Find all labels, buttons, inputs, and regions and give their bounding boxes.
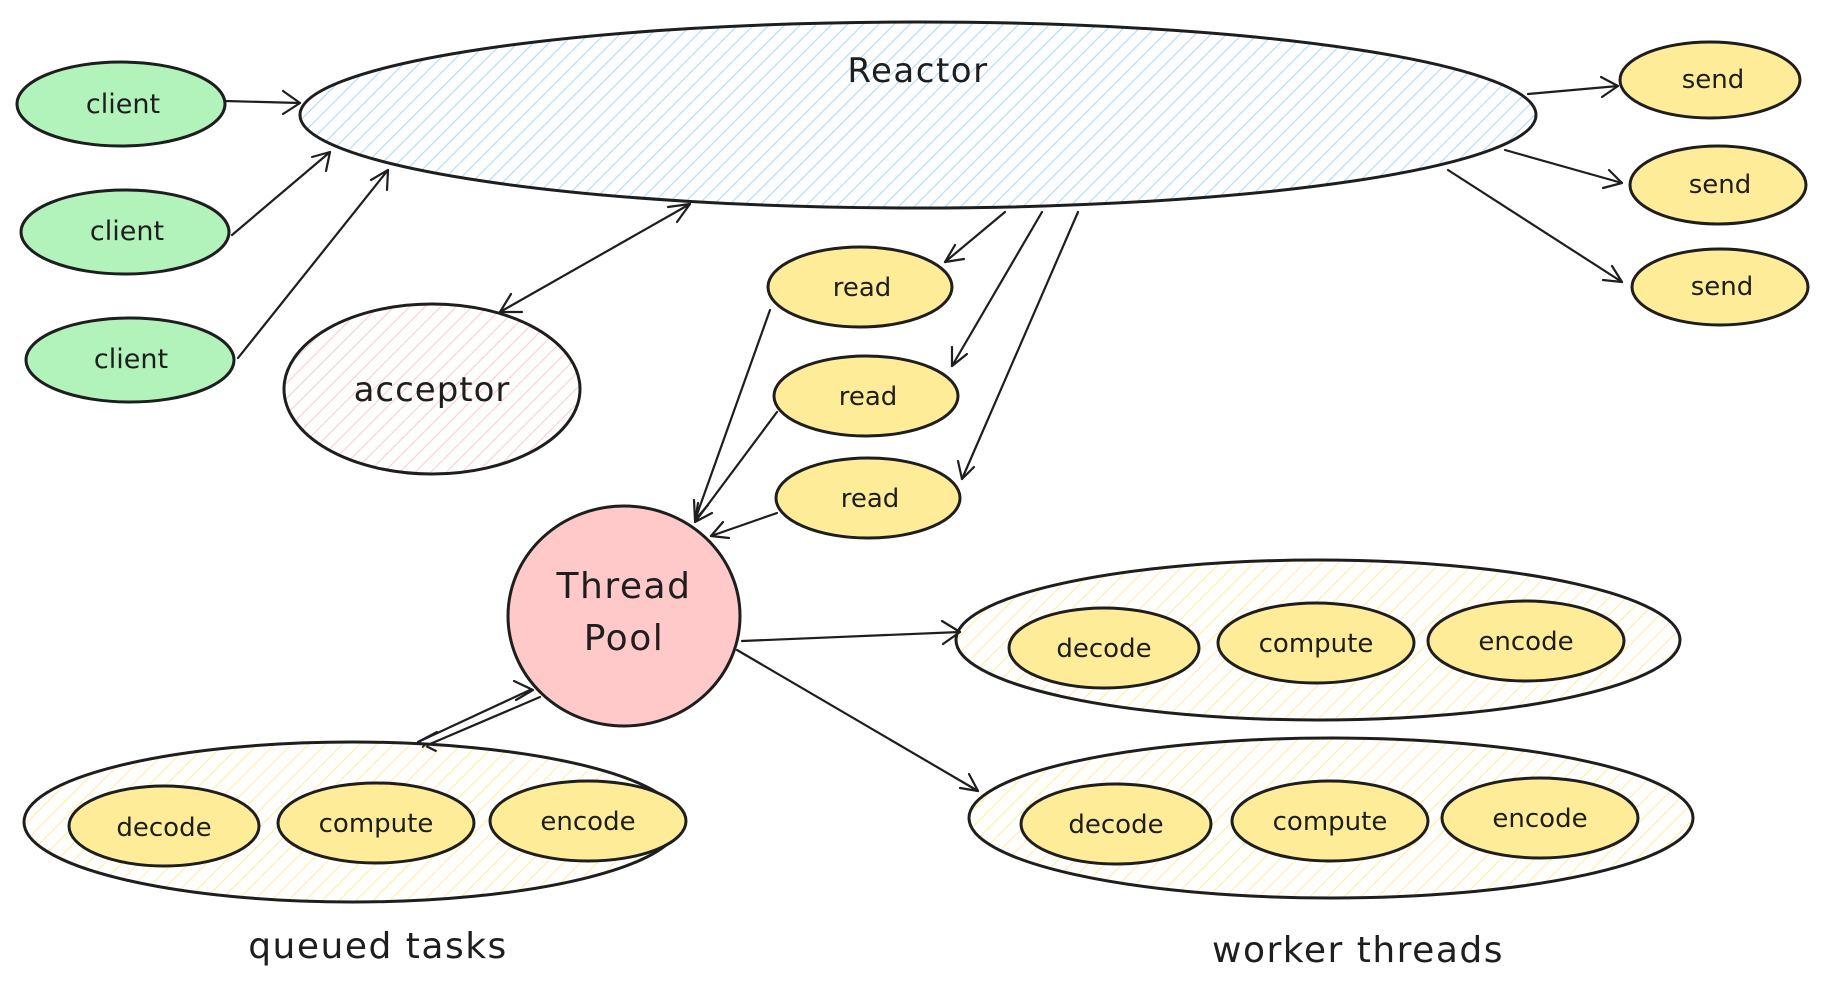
edge-reactor-read3 xyxy=(956,210,1080,481)
worker-bottom-decode: decode xyxy=(1019,782,1213,866)
acceptor-node: acceptor xyxy=(282,302,582,476)
queued-encode-label: encode xyxy=(540,807,635,837)
edge-read2-threadpool xyxy=(693,410,779,524)
worker-bottom-encode-label: encode xyxy=(1492,804,1587,834)
client-node-3: client xyxy=(24,316,236,404)
read-node-3: read xyxy=(774,456,962,540)
edge-reactor-send1 xyxy=(1526,75,1620,99)
worker-top-compute: compute xyxy=(1216,601,1416,685)
worker-group-bottom: decode compute encode xyxy=(967,736,1695,900)
client-1-label: client xyxy=(86,89,160,120)
edges xyxy=(223,75,1624,793)
worker-top-decode: decode xyxy=(1007,606,1201,690)
worker-top-decode-label: decode xyxy=(1056,634,1151,664)
edge-threadpool-queued xyxy=(416,679,542,753)
worker-top-encode: encode xyxy=(1426,599,1626,683)
client-3-label: client xyxy=(94,344,168,375)
queued-decode-label: decode xyxy=(116,813,211,843)
read-3-label: read xyxy=(841,484,900,514)
send-1-label: send xyxy=(1682,65,1745,95)
send-node-2: send xyxy=(1628,144,1808,226)
worker-top-encode-label: encode xyxy=(1478,627,1573,657)
worker-top-compute-label: compute xyxy=(1259,629,1374,659)
queued-tasks-group: decode compute encode xyxy=(22,740,688,904)
edge-client3-reactor xyxy=(236,168,390,360)
worker-bottom-decode-label: decode xyxy=(1068,810,1163,840)
edge-threadpool-workers-top xyxy=(740,619,962,646)
thread-pool-node: Thread Pool xyxy=(506,504,742,728)
edge-reactor-acceptor xyxy=(498,202,692,314)
acceptor-label: acceptor xyxy=(354,370,511,410)
read-1-label: read xyxy=(833,273,892,303)
send-3-label: send xyxy=(1691,272,1754,302)
worker-bottom-compute-label: compute xyxy=(1273,807,1388,837)
client-node-1: client xyxy=(15,60,227,148)
reactor-label: Reactor xyxy=(847,51,988,91)
send-2-label: send xyxy=(1689,170,1752,200)
worker-bottom-compute: compute xyxy=(1230,779,1430,863)
client-node-2: client xyxy=(19,188,231,276)
worker-bottom-encode: encode xyxy=(1440,776,1640,860)
worker-group-top: decode compute encode xyxy=(954,558,1682,722)
edge-reactor-read2 xyxy=(950,210,1044,368)
queued-compute-label: compute xyxy=(319,809,434,839)
queued-compute: compute xyxy=(276,781,476,865)
edge-reactor-send3 xyxy=(1446,168,1624,284)
edge-client2-reactor xyxy=(230,150,332,237)
reactor-node: Reactor xyxy=(298,20,1538,210)
thread-pool-label-line1: Thread xyxy=(556,566,692,607)
edge-client1-reactor xyxy=(223,89,302,116)
edge-threadpool-workers-bottom xyxy=(735,648,980,793)
client-2-label: client xyxy=(90,216,164,247)
queued-decode: decode xyxy=(67,784,261,868)
queued-tasks-caption: queued tasks xyxy=(248,926,508,967)
read-node-2: read xyxy=(772,354,960,438)
read-node-1: read xyxy=(766,245,954,329)
send-node-1: send xyxy=(1618,40,1802,120)
edge-read3-threadpool xyxy=(709,511,779,540)
edge-read1-threadpool xyxy=(692,308,772,522)
worker-threads-caption: worker threads xyxy=(1212,930,1504,971)
thread-pool-label-line2: Pool xyxy=(584,618,664,659)
edge-reactor-read1 xyxy=(943,210,1007,264)
send-node-3: send xyxy=(1630,247,1810,327)
edge-reactor-send2 xyxy=(1503,148,1624,190)
queued-encode: encode xyxy=(488,779,688,863)
read-2-label: read xyxy=(839,382,898,412)
